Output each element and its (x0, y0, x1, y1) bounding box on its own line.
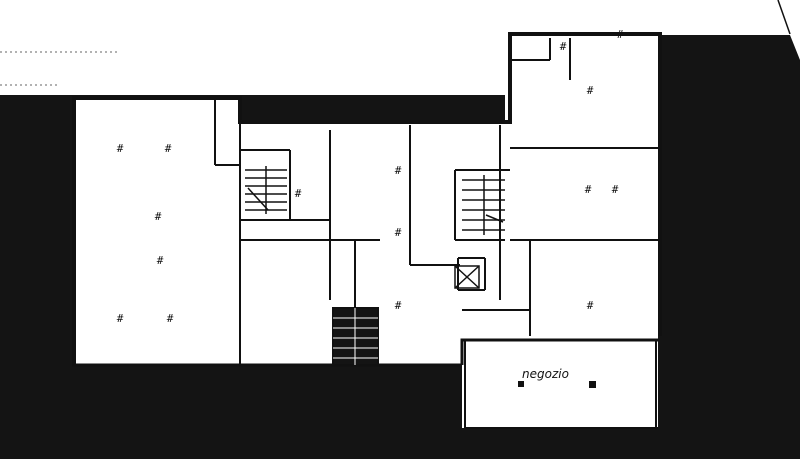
building-footprint (72, 32, 660, 428)
column-marker: # (617, 28, 624, 41)
shop-marks (518, 381, 596, 388)
column-marker: # (155, 210, 162, 223)
elevator-shaft (454, 265, 480, 289)
interior-partitions (214, 38, 660, 365)
column-marker: # (157, 254, 164, 267)
room-label-negozio: negozio (522, 367, 569, 381)
stair-symbol-center (462, 175, 505, 235)
column-marker: # (395, 299, 402, 312)
column-marker: # (587, 84, 594, 97)
column-marker: # (587, 299, 594, 312)
column-marker: # (560, 40, 567, 53)
faint-marks (0, 51, 120, 86)
column-marker: # (585, 183, 592, 196)
column-marker: # (612, 183, 619, 196)
column-marker: # (167, 312, 174, 325)
column-marker: # (117, 312, 124, 325)
column-marker: # (117, 142, 124, 155)
edge-line (777, 0, 791, 35)
walls (72, 32, 662, 429)
column-marker: # (395, 226, 402, 239)
stair-symbol-bottom (332, 307, 379, 366)
column-marker: # (295, 187, 302, 200)
column-markers: # # # # # # # # # # # # # # # # (117, 28, 624, 325)
stair-symbol-left (245, 166, 287, 214)
column-marker: # (395, 164, 402, 177)
column-marker: # (165, 142, 172, 155)
